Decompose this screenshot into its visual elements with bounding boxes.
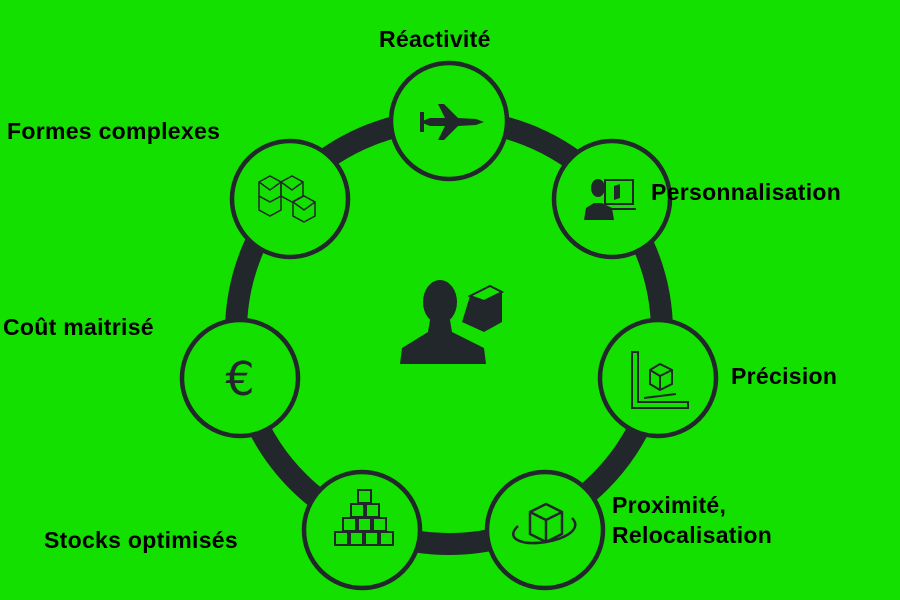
node-circle-cout	[179, 317, 301, 439]
node-circle-personnalisation	[551, 138, 673, 260]
label-cout: Coût maitrisé	[3, 314, 154, 340]
label-precision: Précision	[731, 363, 838, 389]
ruler-cube-icon	[631, 351, 689, 409]
fighter-jet-icon	[420, 104, 484, 140]
label-proximite-line2: Relocalisation	[612, 522, 773, 548]
wireframe-cubes-icon	[258, 175, 316, 223]
label-proximite: Proximité, Relocalisation	[612, 491, 772, 549]
label-formes: Formes complexes	[7, 118, 221, 144]
label-personnalisation: Personnalisation	[651, 179, 842, 205]
label-proximite-line1: Proximité,	[612, 492, 727, 518]
label-reactivite: Réactivité	[379, 26, 491, 52]
node-circle-precision	[597, 317, 719, 439]
stacked-cubes-icon	[334, 489, 394, 546]
node-circle-formes	[229, 138, 351, 260]
label-stocks: Stocks optimisés	[44, 527, 238, 553]
rotating-box-icon	[512, 502, 577, 545]
person-with-screen-icon	[584, 179, 636, 220]
person-with-cube-icon	[400, 280, 505, 364]
euro-icon: €	[225, 352, 254, 406]
